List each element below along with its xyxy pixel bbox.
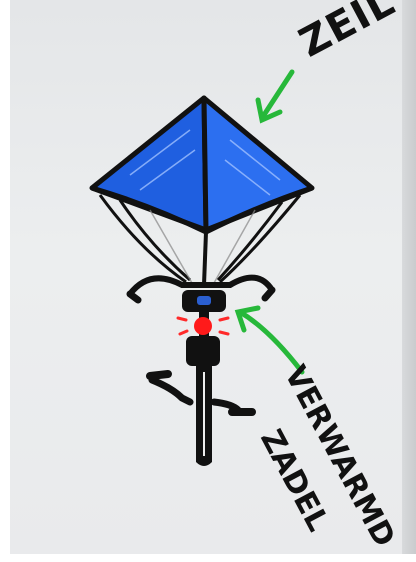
pedal-left-foot xyxy=(150,374,168,376)
taillight xyxy=(194,317,212,335)
fender xyxy=(186,336,220,366)
handle-grip-right xyxy=(265,290,272,298)
headlamp-lens xyxy=(197,296,211,305)
pedal-left xyxy=(152,380,190,402)
sail-left-panel xyxy=(92,98,206,230)
arrow-saddle xyxy=(238,308,302,372)
bicycle xyxy=(130,278,272,466)
sail xyxy=(92,98,312,232)
arrow-sail xyxy=(258,72,292,120)
handle-grip-left xyxy=(130,294,138,300)
